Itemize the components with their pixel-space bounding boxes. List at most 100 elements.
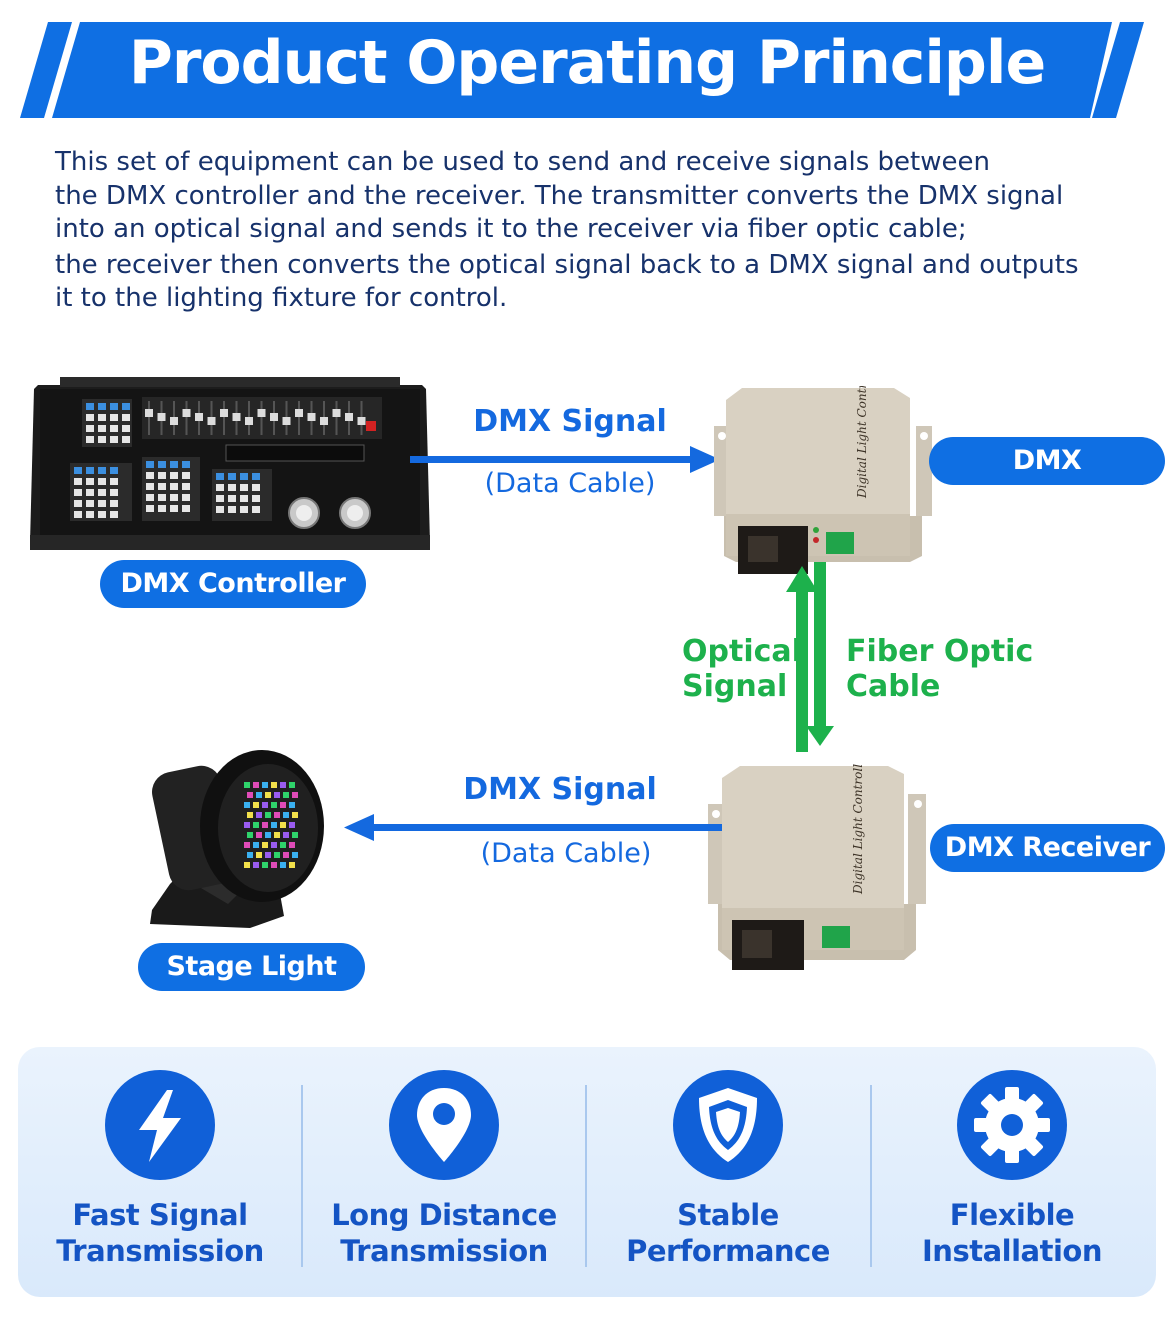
- led-cell: [244, 802, 250, 808]
- feature-line: Performance: [626, 1234, 830, 1268]
- controller-key: [122, 403, 130, 410]
- controller-key: [228, 495, 236, 502]
- led-cell: [247, 852, 253, 858]
- fader-knob: [357, 417, 366, 425]
- stage-light-image: [150, 750, 324, 928]
- controller-key: [240, 506, 248, 513]
- fader-knob: [145, 409, 153, 417]
- controller-key: [110, 414, 118, 421]
- fiber-line-1: Fiber Optic: [846, 634, 1034, 669]
- controller-key: [110, 436, 118, 443]
- controller-key: [98, 489, 106, 496]
- led-cell: [262, 822, 268, 828]
- location-pin-icon: [389, 1070, 499, 1180]
- controller-key: [228, 506, 236, 513]
- controller-key: [98, 478, 106, 485]
- controller-key: [98, 414, 106, 421]
- intro-line: into an optical signal and sends it to t…: [55, 214, 967, 244]
- fader-knob: [170, 417, 178, 425]
- controller-key: [98, 425, 106, 432]
- feature-line: Flexible: [949, 1198, 1075, 1232]
- bottom-signal-arrow: [344, 814, 722, 841]
- led-cell: [289, 782, 295, 788]
- feature-long-distance: Long Distance Transmission: [302, 1047, 586, 1297]
- dmx-transmitter-label: DMX Transmitter: [929, 437, 1165, 524]
- controller-key: [110, 489, 118, 496]
- transmitter-text: Digital Light Controller: [855, 386, 869, 499]
- led-cell: [262, 802, 268, 808]
- led-cell: [265, 792, 271, 798]
- led-cell: [244, 842, 250, 848]
- controller-key: [182, 472, 190, 479]
- fader-track: [298, 401, 300, 435]
- controller-key: [252, 495, 260, 502]
- top-signal-sub: (Data Cable): [484, 468, 656, 499]
- fader-track: [185, 401, 188, 435]
- controller-key: [158, 483, 166, 490]
- controller-key: [98, 403, 106, 410]
- led-cell: [265, 832, 271, 838]
- led-cell: [274, 852, 280, 858]
- led-cell: [283, 792, 289, 798]
- led-cell: [244, 822, 250, 828]
- fader-knob: [232, 413, 241, 421]
- stage-light-label: Stage Light: [138, 943, 365, 991]
- controller-key: [110, 425, 118, 432]
- controller-key: [86, 403, 94, 410]
- optical-arrows: [786, 562, 834, 752]
- optical-line-1: Optical: [682, 634, 802, 669]
- controller-key: [240, 495, 248, 502]
- led-cell: [265, 812, 271, 818]
- led-cell: [256, 812, 262, 818]
- led-cell: [280, 822, 286, 828]
- fader-knob: [307, 413, 316, 421]
- controller-key: [182, 461, 190, 468]
- led-cell: [271, 782, 277, 788]
- led-cell: [253, 802, 259, 808]
- feature-flexible: Flexible Installation: [870, 1047, 1154, 1297]
- controller-key: [146, 494, 154, 501]
- controller-key: [252, 506, 260, 513]
- controller-key: [146, 483, 154, 490]
- led-cell: [280, 842, 286, 848]
- led-cell: [280, 782, 286, 788]
- intro-paragraph: This set of equipment can be used to sen…: [55, 146, 1135, 316]
- features-panel: Fast Signal Transmission Long Distance T…: [18, 1047, 1156, 1297]
- gear-icon: [957, 1070, 1067, 1180]
- led-cell: [280, 802, 286, 808]
- controller-key: [146, 461, 154, 468]
- led-cell: [244, 782, 250, 788]
- optical-signal-label: Optical Signal: [682, 634, 802, 704]
- optical-line-2: Signal: [682, 669, 788, 704]
- dmx-controller-image: [30, 377, 430, 550]
- controller-key: [158, 505, 166, 512]
- fader-knob: [195, 413, 203, 421]
- led-cell: [262, 782, 268, 788]
- fader-knob: [182, 409, 191, 417]
- intro-line: the receiver then converts the optical s…: [55, 249, 1079, 280]
- feature-divider: [870, 1085, 872, 1267]
- receiver-text: Digital Light Controller: [851, 764, 865, 895]
- intro-line: the DMX controller and the receiver. The…: [55, 180, 1064, 211]
- feature-line: Transmission: [56, 1234, 264, 1268]
- fader-track: [148, 401, 150, 435]
- led-cell: [292, 852, 298, 858]
- bottom-signal-title: DMX Signal: [463, 772, 657, 807]
- controller-key: [86, 425, 94, 432]
- intro-line: it to the lighting fixture for control.: [55, 283, 508, 313]
- led-cell: [280, 862, 286, 868]
- controller-key: [146, 505, 154, 512]
- controller-key: [86, 436, 94, 443]
- feature-divider: [301, 1085, 303, 1267]
- led-cell: [289, 822, 295, 828]
- feature-label: Long Distance Transmission: [302, 1197, 586, 1269]
- lightning-icon: [105, 1070, 215, 1180]
- feature-line: Installation: [922, 1234, 1102, 1268]
- controller-key: [86, 467, 94, 474]
- feature-line: Transmission: [340, 1234, 548, 1268]
- controller-key: [182, 494, 190, 501]
- feature-fast-signal: Fast Signal Transmission: [18, 1047, 302, 1297]
- controller-key: [216, 506, 224, 513]
- led-cell: [274, 832, 280, 838]
- led-cell: [265, 852, 271, 858]
